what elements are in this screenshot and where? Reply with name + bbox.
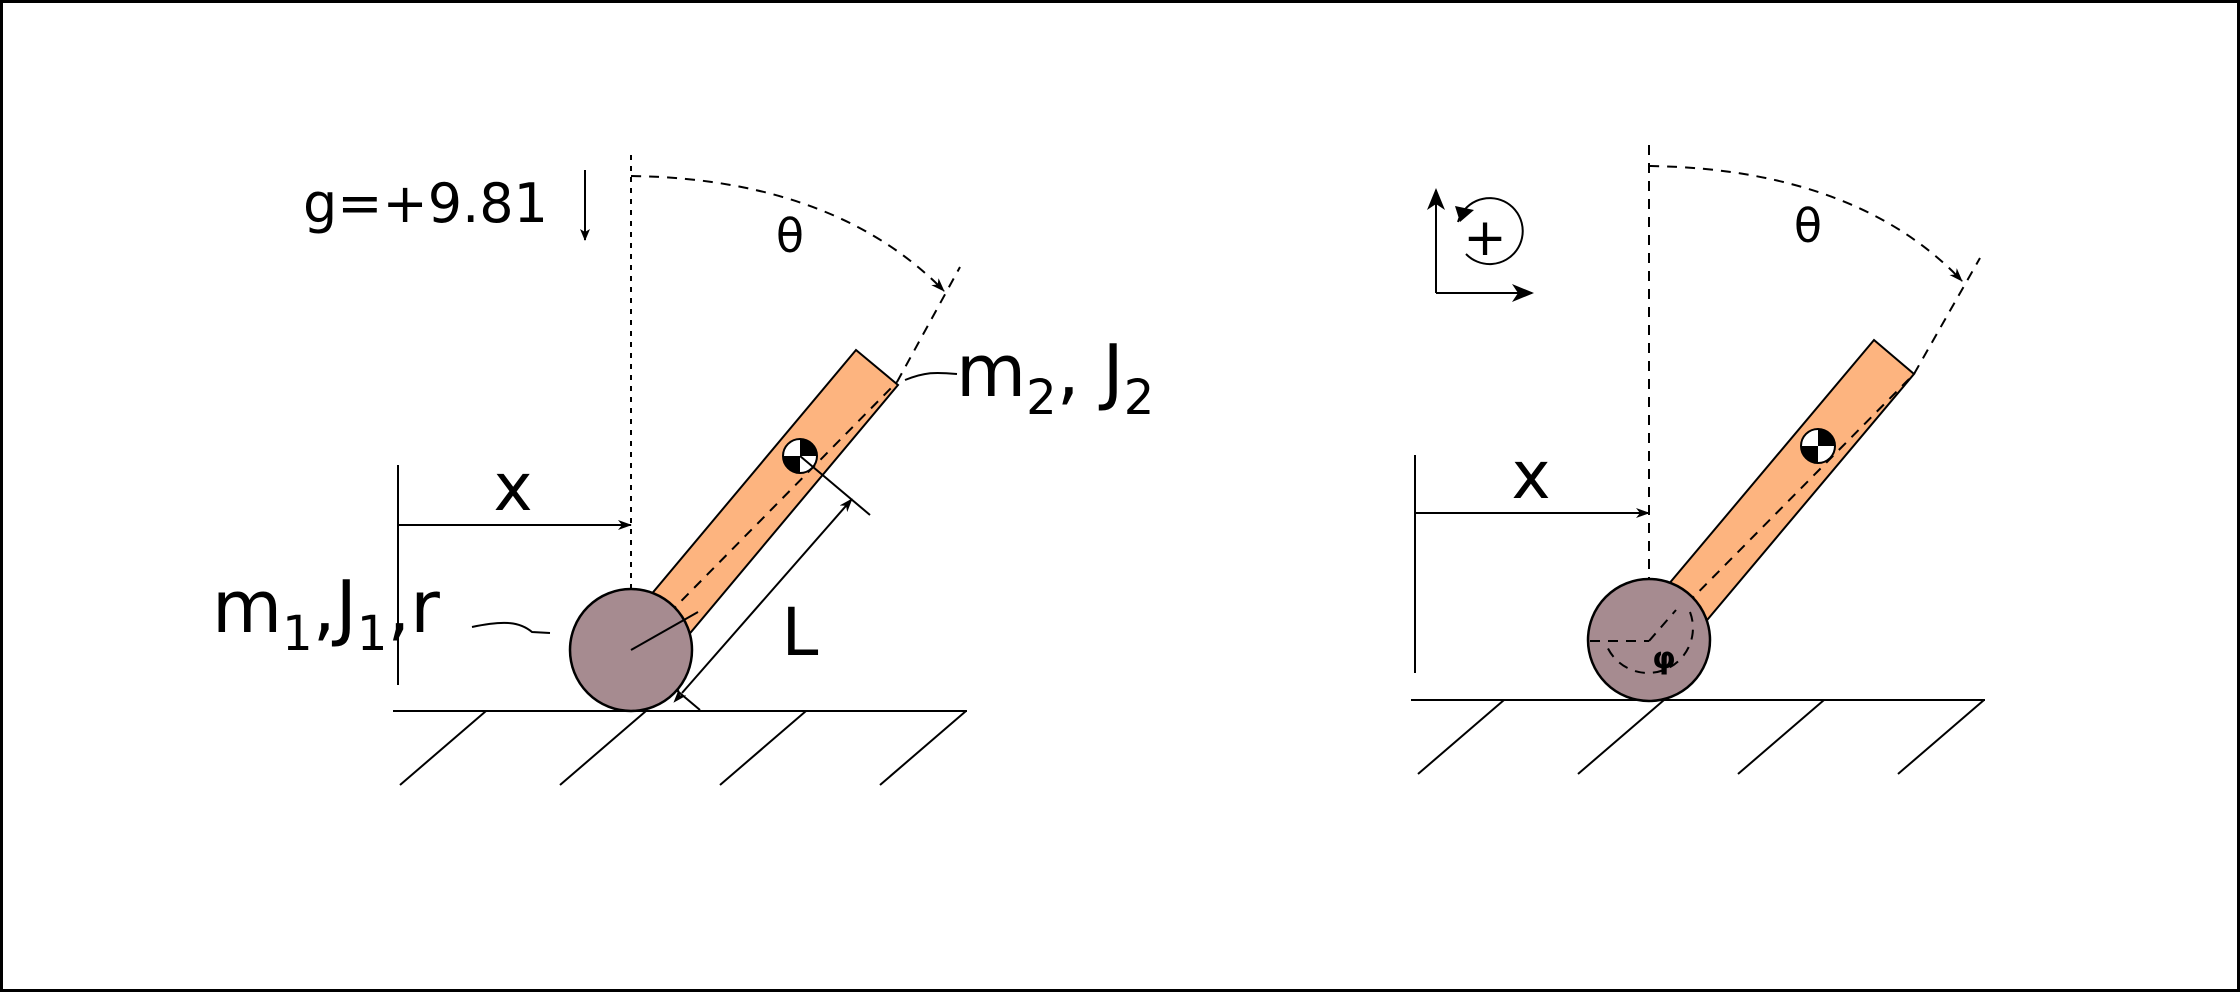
wheel-radius-line (630, 611, 699, 651)
right-diagram: + θ x φ (1411, 145, 1985, 775)
theta-arc-right (1648, 165, 1963, 282)
phi-radius-line (1648, 609, 1677, 642)
phi-label: φ (1652, 641, 1675, 676)
phi-arc (1605, 611, 1694, 674)
ground-hatch (393, 710, 967, 786)
left-diagram: θ g=+9.81 x L m2, J2 (212, 155, 1154, 786)
rod-mass-inertia-label: m2, J2 (956, 329, 1154, 426)
theta-arc (630, 175, 945, 292)
x-label-right: x (1511, 437, 1550, 514)
wheel-mass-inertia-label: m1,J1,r (212, 565, 440, 662)
ground-hatch-right (1411, 699, 1985, 775)
positive-rotation-axes-icon: + (1427, 188, 1534, 302)
theta-label: θ (776, 209, 804, 263)
rod-extension-line (896, 266, 961, 383)
wheel-label-leader (471, 621, 551, 634)
x-label: x (493, 449, 532, 526)
length-extension-line (799, 455, 871, 516)
rod-label-leader (904, 371, 958, 381)
theta-label-right: θ (1794, 199, 1822, 253)
positive-sign-label: + (1463, 208, 1507, 268)
gravity-label: g=+9.81 (303, 172, 548, 235)
rod-extension-line-right (1913, 257, 1981, 375)
length-dimension-arrow (673, 498, 853, 703)
length-label: L (782, 594, 819, 671)
center-of-mass-icon-right (1800, 428, 1836, 464)
